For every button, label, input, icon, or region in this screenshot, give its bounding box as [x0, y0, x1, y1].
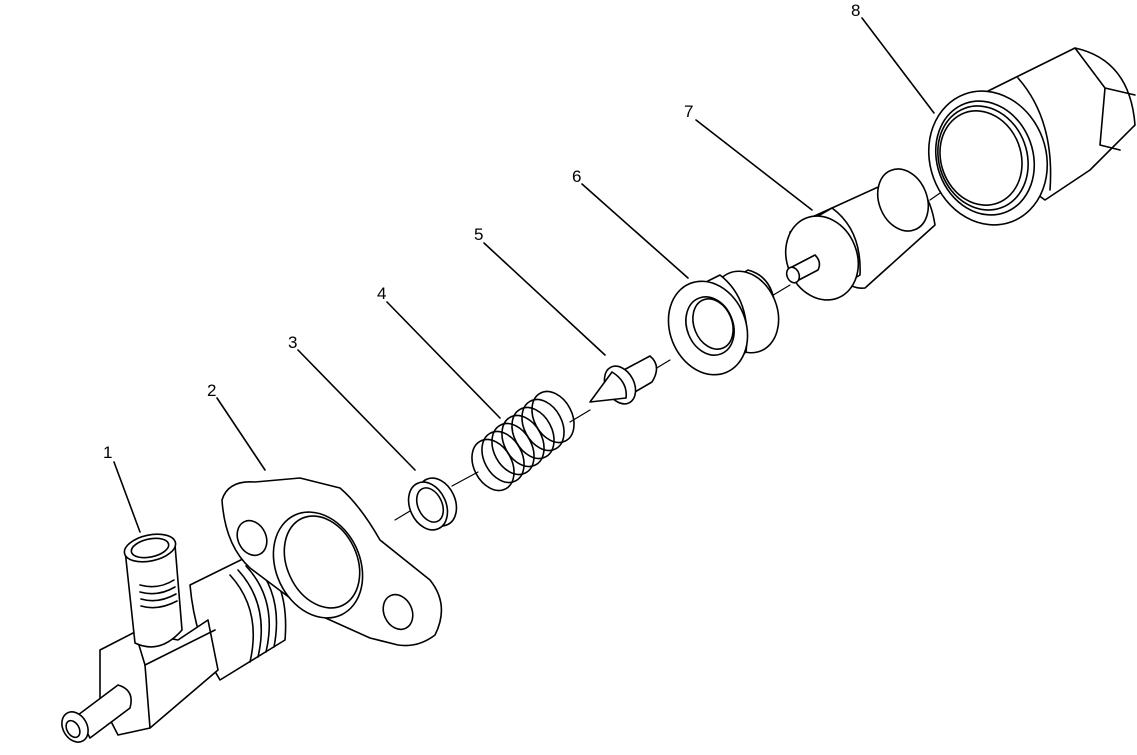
callout-3: 3: [288, 333, 297, 352]
callout-8: 8: [851, 1, 860, 20]
callout-5: 5: [474, 225, 483, 244]
part-2-flange: [221, 477, 443, 647]
part-3-washer: [407, 477, 458, 531]
callout-1: 1: [103, 443, 112, 462]
callout-labels: 1 2 3 4 5 6 7 8: [103, 1, 860, 462]
part-4-spring: [471, 390, 575, 492]
leader-lines: [113, 17, 935, 533]
part-1-fitting: [61, 533, 287, 743]
callout-2: 2: [207, 381, 216, 400]
part-5-valve: [589, 355, 658, 405]
part-7-plunger: [784, 168, 936, 301]
part-8-cap-nut: [927, 47, 1136, 226]
part-6-seat: [667, 269, 780, 376]
callout-7: 7: [684, 102, 693, 121]
callout-6: 6: [572, 167, 581, 186]
callout-4: 4: [377, 284, 386, 303]
